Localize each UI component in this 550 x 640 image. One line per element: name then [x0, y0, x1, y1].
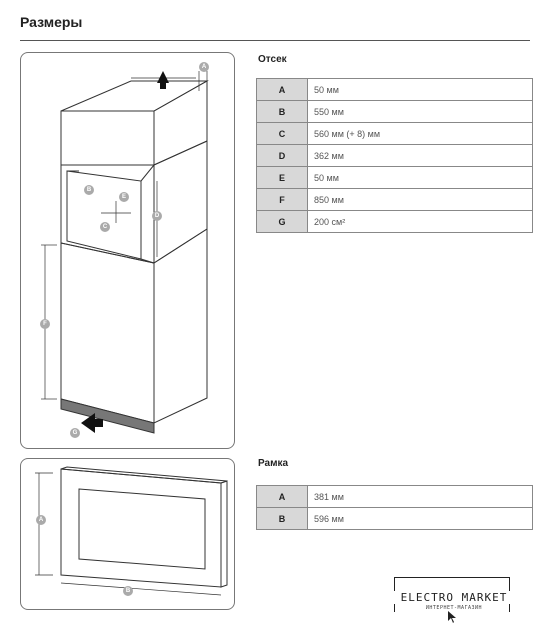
frame-label-A: A: [36, 515, 46, 525]
svg-text:G: G: [73, 430, 78, 436]
airflow-in-arrow-icon: [81, 413, 103, 433]
svg-text:E: E: [122, 194, 126, 200]
airflow-up-arrow-icon: [157, 71, 169, 89]
diagram-label-B: B: [84, 185, 94, 195]
cabinet-section-title: Отсек: [258, 54, 287, 65]
diagram-label-E: E: [119, 192, 129, 202]
cabinet-diagram-panel: A B E D C F G: [20, 52, 235, 449]
diagram-label-F: F: [40, 319, 50, 329]
mouse-pointer-icon: [448, 611, 456, 623]
diagram-label-G: G: [70, 428, 80, 438]
svg-text:B: B: [87, 187, 92, 193]
svg-text:A: A: [39, 517, 44, 523]
svg-text:D: D: [155, 213, 160, 219]
frame-diagram-panel: A B: [20, 458, 235, 610]
title-divider: [20, 40, 530, 41]
diagram-label-D: D: [152, 211, 162, 221]
frame-label-B: B: [123, 586, 133, 596]
diagram-label-C: C: [100, 222, 110, 232]
diagram-label-A: A: [199, 62, 209, 72]
svg-text:C: C: [103, 224, 108, 230]
frame-diagram: A B: [35, 466, 228, 596]
svg-text:A: A: [202, 64, 207, 70]
frame-section-title: Рамка: [258, 458, 289, 469]
svg-text:B: B: [126, 588, 131, 594]
electro-market-logo: ELECTRO MARKET ИНТЕРНЕТ-МАГАЗИН: [384, 577, 524, 623]
cabinet-diagram: A B E D C F G: [40, 62, 209, 438]
svg-text:F: F: [43, 321, 47, 327]
logo-sub-text: ИНТЕРНЕТ-МАГАЗИН: [425, 605, 483, 611]
logo-main-text: ELECTRO MARKET: [384, 591, 524, 604]
page-title: Размеры: [20, 14, 83, 30]
